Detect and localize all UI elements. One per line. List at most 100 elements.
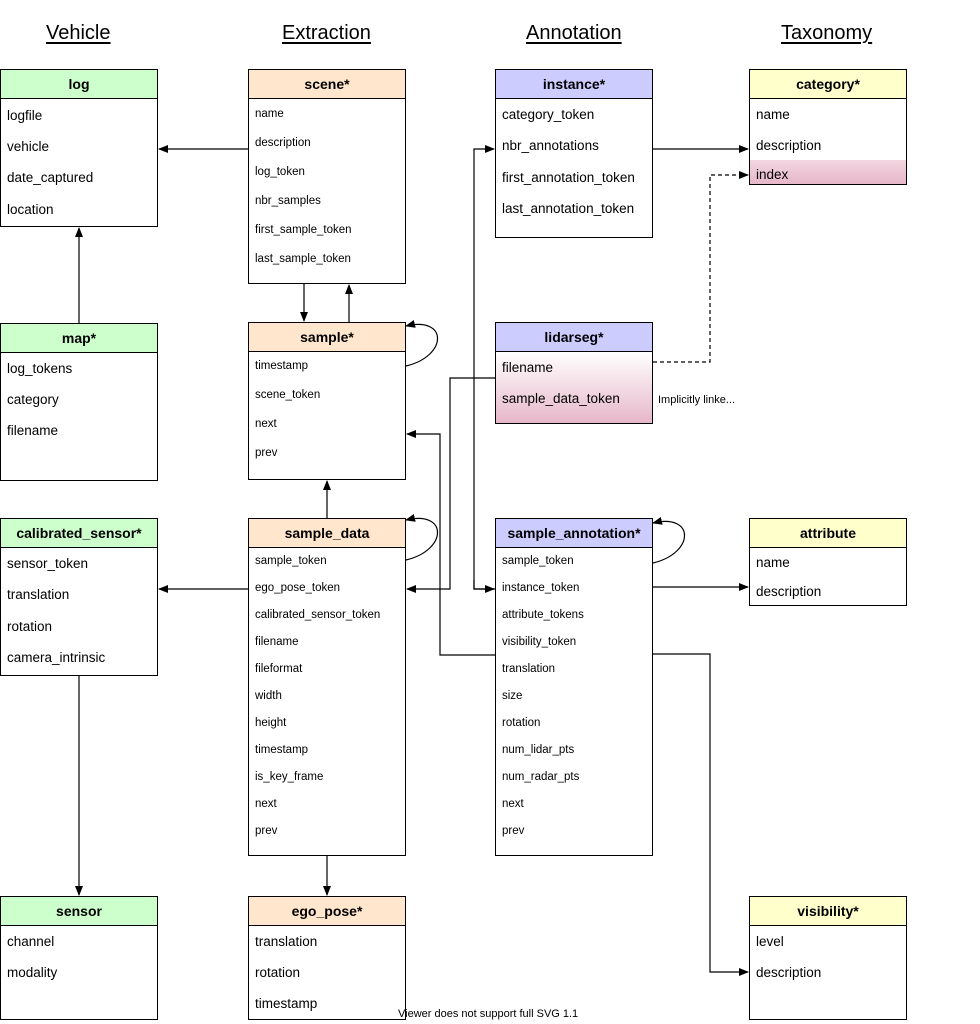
field-description: description: [756, 138, 822, 153]
field-first-sample-token: first_sample_token: [255, 224, 352, 236]
entity-map[interactable]: map* log_tokens category filename: [0, 323, 158, 481]
column-title-extraction: Extraction: [282, 22, 371, 44]
link-sample-self: [405, 320, 439, 367]
field-index: index: [756, 167, 789, 182]
entity-title: ego_pose*: [249, 897, 405, 926]
field-fileformat: fileformat: [255, 663, 303, 675]
field-prev: prev: [502, 825, 525, 837]
field-filename: filename: [7, 423, 59, 438]
field-attribute-tokens: attribute_tokens: [502, 609, 584, 621]
field-prev: prev: [255, 447, 278, 459]
entity-instance[interactable]: instance* category_token nbr_annotations…: [495, 69, 653, 238]
entity-title: sample_annotation*: [496, 519, 652, 548]
field-description: description: [255, 137, 311, 149]
field-nbr-samples: nbr_samples: [255, 195, 321, 207]
field-next: next: [255, 798, 277, 810]
viewer-warning: Viewer does not support full SVG 1.1: [398, 1008, 579, 1020]
field-instance-token: instance_token: [502, 582, 580, 594]
entity-scene[interactable]: scene* name description log_token nbr_sa…: [248, 69, 406, 284]
field-sample-data-token: sample_data_token: [502, 391, 620, 406]
field-category: category: [7, 392, 59, 407]
entity-ego-pose[interactable]: ego_pose* translation rotation timestamp: [248, 896, 406, 1020]
index-highlight: [750, 160, 906, 184]
field-last-sample-token: last_sample_token: [255, 253, 351, 265]
field-translation: translation: [7, 587, 70, 602]
field-is-key-frame: is_key_frame: [255, 771, 324, 783]
field-timestamp: timestamp: [255, 744, 309, 756]
entity-title: sensor: [1, 897, 157, 926]
field-next: next: [255, 418, 277, 430]
field-scene-token: scene_token: [255, 389, 321, 401]
column-title-taxonomy: Taxonomy: [781, 22, 873, 44]
field-next: next: [502, 798, 524, 810]
field-name: name: [756, 107, 790, 122]
field-sample-token: sample_token: [502, 555, 574, 567]
field-num-lidar-pts: num_lidar_pts: [502, 744, 575, 756]
link-sampledata-self: [405, 514, 439, 561]
link-lidarseg-category-dashed: [653, 171, 749, 363]
entity-category[interactable]: category* name description index: [749, 69, 907, 185]
field-description: description: [756, 584, 822, 599]
link-lidarseg-sampledata: [406, 377, 495, 593]
field-calibrated-sensor-token: calibrated_sensor_token: [255, 609, 381, 621]
field-name: name: [756, 555, 790, 570]
entity-title: map*: [1, 324, 157, 353]
field-vehicle: vehicle: [7, 139, 50, 154]
entity-title: scene*: [249, 70, 405, 99]
field-logfile: logfile: [7, 108, 43, 123]
entity-sample-annotation[interactable]: sample_annotation* sample_token instance…: [495, 518, 653, 856]
field-timestamp: timestamp: [255, 360, 309, 372]
link-sampleannotation-instance: [473, 145, 495, 590]
field-rotation: rotation: [255, 965, 301, 980]
field-channel: channel: [7, 934, 55, 949]
entity-title: calibrated_sensor*: [1, 519, 157, 548]
entity-attribute[interactable]: attribute name description: [749, 518, 907, 606]
entity-title: visibility*: [750, 897, 906, 926]
field-modality: modality: [7, 965, 58, 980]
link-sampleannotation-sample: [406, 430, 495, 656]
field-log-token: log_token: [255, 166, 305, 178]
field-translation: translation: [255, 934, 318, 949]
entity-log[interactable]: log logfile vehicle date_captured locati…: [0, 69, 158, 227]
link-sampleannotation-self: [652, 517, 686, 564]
field-rotation: rotation: [502, 717, 541, 729]
field-height: height: [255, 717, 287, 729]
field-category-token: category_token: [502, 107, 595, 122]
field-prev: prev: [255, 825, 278, 837]
field-first-annotation-token: first_annotation_token: [502, 170, 635, 185]
field-translation: translation: [502, 663, 556, 675]
entity-title: lidarseg*: [496, 323, 652, 352]
entity-calibrated-sensor[interactable]: calibrated_sensor* sensor_token translat…: [0, 518, 158, 676]
field-camera-intrinsic: camera_intrinsic: [7, 650, 106, 665]
field-num-radar-pts: num_radar_pts: [502, 771, 580, 783]
field-last-annotation-token: last_annotation_token: [502, 201, 635, 216]
entity-title: instance*: [496, 70, 652, 99]
entity-sensor[interactable]: sensor channel modality: [0, 896, 158, 1020]
field-sensor-token: sensor_token: [7, 556, 89, 571]
field-name: name: [255, 108, 284, 120]
field-log-tokens: log_tokens: [7, 361, 73, 376]
entity-sample-data[interactable]: sample_data sample_token ego_pose_token …: [248, 518, 406, 856]
field-nbr-annotations: nbr_annotations: [502, 138, 599, 153]
link-instance-sampleannotation: [473, 580, 495, 593]
field-visibility-token: visibility_token: [502, 636, 577, 648]
field-description: description: [756, 965, 822, 980]
field-level: level: [756, 934, 784, 949]
entity-lidarseg[interactable]: lidarseg* filename sample_data_token: [495, 322, 653, 424]
field-filename: filename: [255, 636, 299, 648]
field-location: location: [7, 202, 54, 217]
field-sample-token: sample_token: [255, 555, 327, 567]
implicit-link-note: Implicitly linke...: [658, 394, 736, 406]
link-sampleannotation-visibility: [653, 653, 749, 976]
field-ego-pose-token: ego_pose_token: [255, 582, 341, 594]
entity-visibility[interactable]: visibility* level description: [749, 896, 907, 1020]
field-rotation: rotation: [7, 619, 53, 634]
field-date-captured: date_captured: [7, 170, 94, 185]
entity-title: category*: [750, 70, 906, 99]
column-title-annotation: Annotation: [526, 22, 622, 44]
field-timestamp: timestamp: [255, 996, 318, 1011]
entity-sample[interactable]: sample* timestamp scene_token next prev: [248, 322, 406, 480]
entity-title: log: [1, 70, 157, 99]
field-size: size: [502, 690, 523, 702]
